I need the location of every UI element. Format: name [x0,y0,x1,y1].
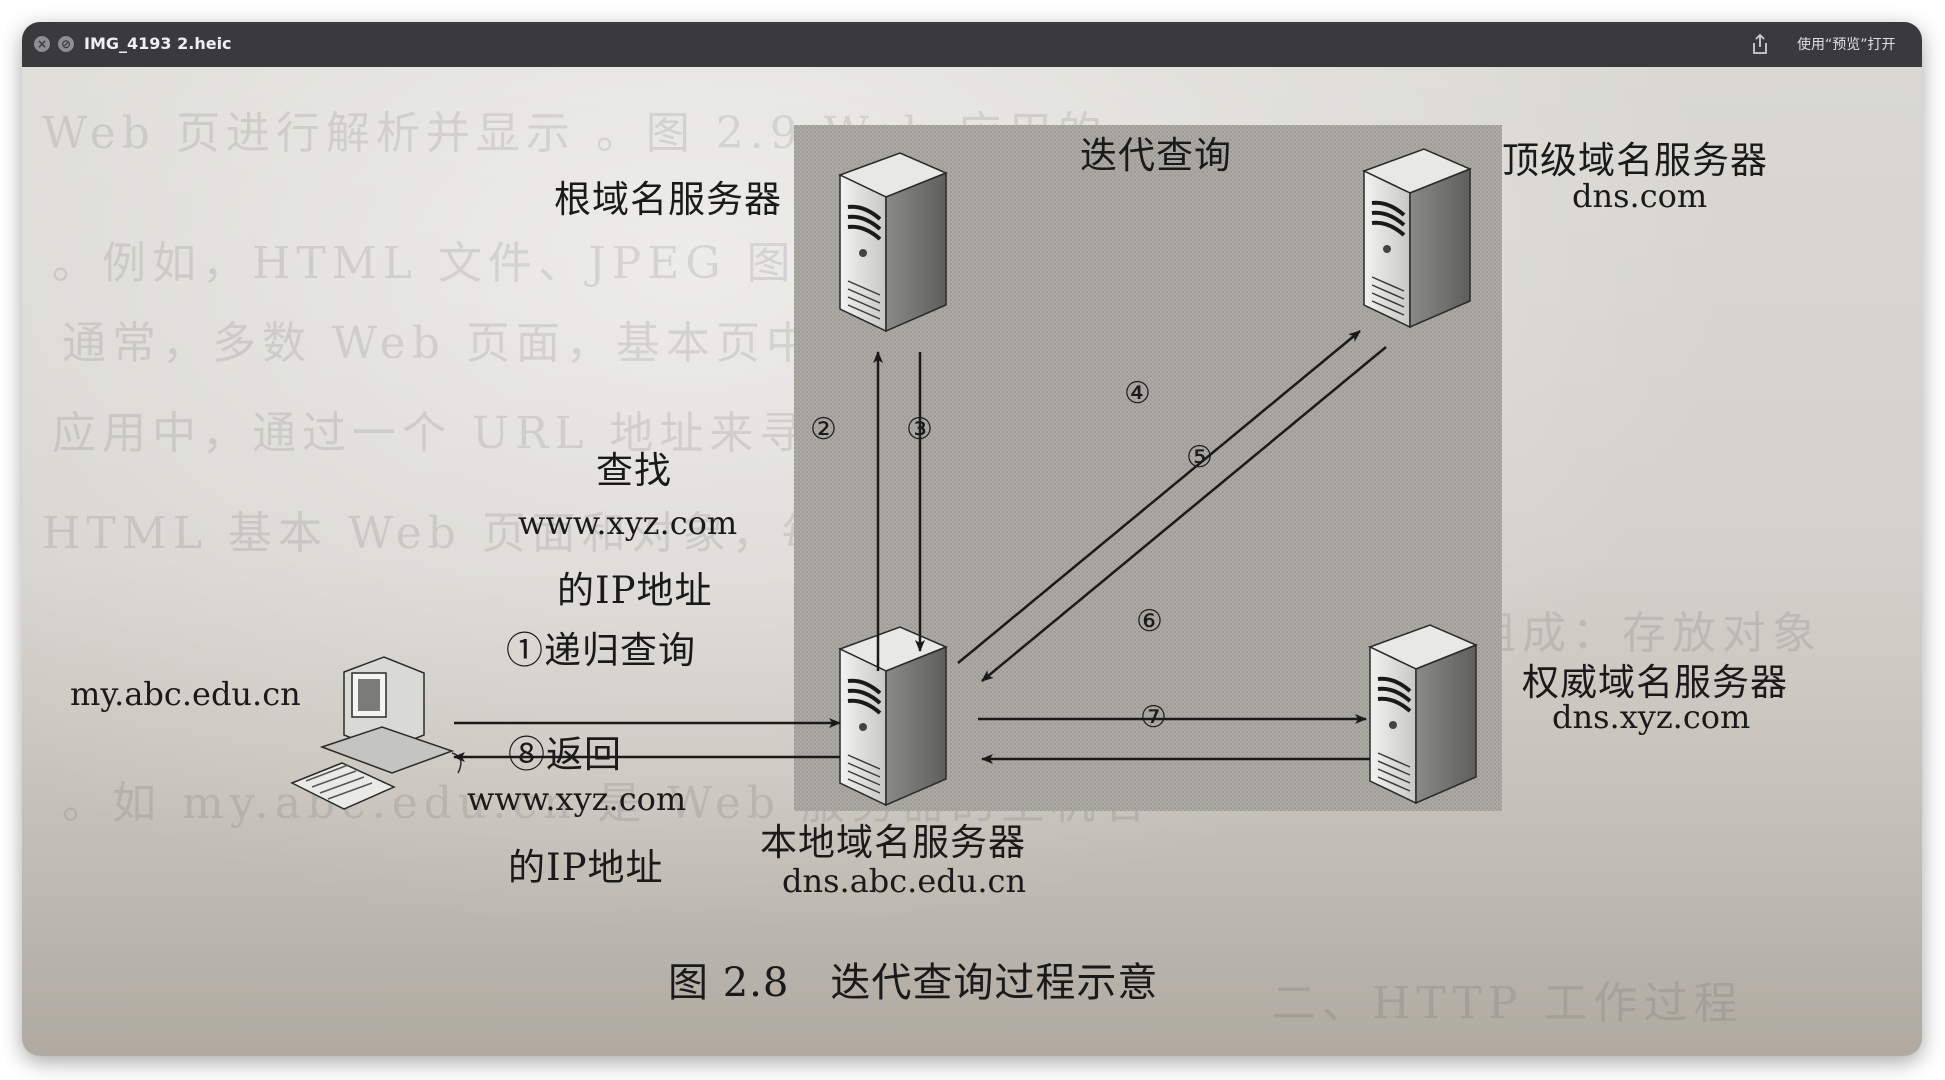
arrow-step-5 [981,346,1387,682]
step-7-label: ⑦ [1140,700,1167,735]
step-2-label: ② [810,412,837,447]
query-line-3: 的IP地址 [557,569,713,612]
fullscreen-icon[interactable]: ⊘ [58,36,74,52]
tld-server-domain: dns.com [1572,177,1708,215]
authoritative-server-icon [1368,623,1478,805]
step-5-label: ⑤ [1186,440,1213,475]
open-with-preview-button[interactable]: 使用“预览”打开 [1797,37,1896,53]
root-server-icon [838,151,948,333]
step-6-label: ⑥ [1136,604,1163,639]
arrow-step-4 [957,330,1361,664]
authoritative-server-name: 权威域名服务器 [1522,661,1788,704]
return-line-3: 的IP地址 [508,846,664,889]
figure-caption: 图 2.8 迭代查询过程示意 [668,960,1159,1006]
iterative-query-diagram [290,125,1502,811]
local-server-name: 本地域名服务器 [760,821,1026,864]
return-line-1: ⑧返回 [508,733,622,776]
query-line-2: www.xyz.com [518,504,738,542]
return-line-2: www.xyz.com [467,780,687,818]
authoritative-server-domain: dns.xyz.com [1552,698,1751,736]
host-domain: my.abc.edu.cn [70,675,301,713]
step-3-label: ③ [906,412,933,447]
root-server-name: 根域名服务器 [554,178,782,221]
window-title: IMG_4193 2.heic [84,34,232,53]
local-server-domain: dns.abc.edu.cn [782,862,1027,900]
share-icon[interactable] [1750,32,1770,56]
preview-window: × ⊘ IMG_4193 2.heic 使用“预览”打开 Web 页进行解析并显… [22,22,1922,1056]
tld-server-name: 顶级域名服务器 [1502,139,1768,182]
local-server-icon [838,625,948,807]
center-label: 迭代查询 [1080,134,1232,177]
query-line-4: ①递归查询 [506,629,696,672]
step-4-label: ④ [1124,376,1151,411]
tld-server-icon [1362,147,1472,329]
close-icon[interactable]: × [34,36,50,52]
host-computer-icon [290,656,462,810]
query-line-1: 查找 [596,449,672,492]
title-bar: × ⊘ IMG_4193 2.heic 使用“预览”打开 [22,22,1922,67]
